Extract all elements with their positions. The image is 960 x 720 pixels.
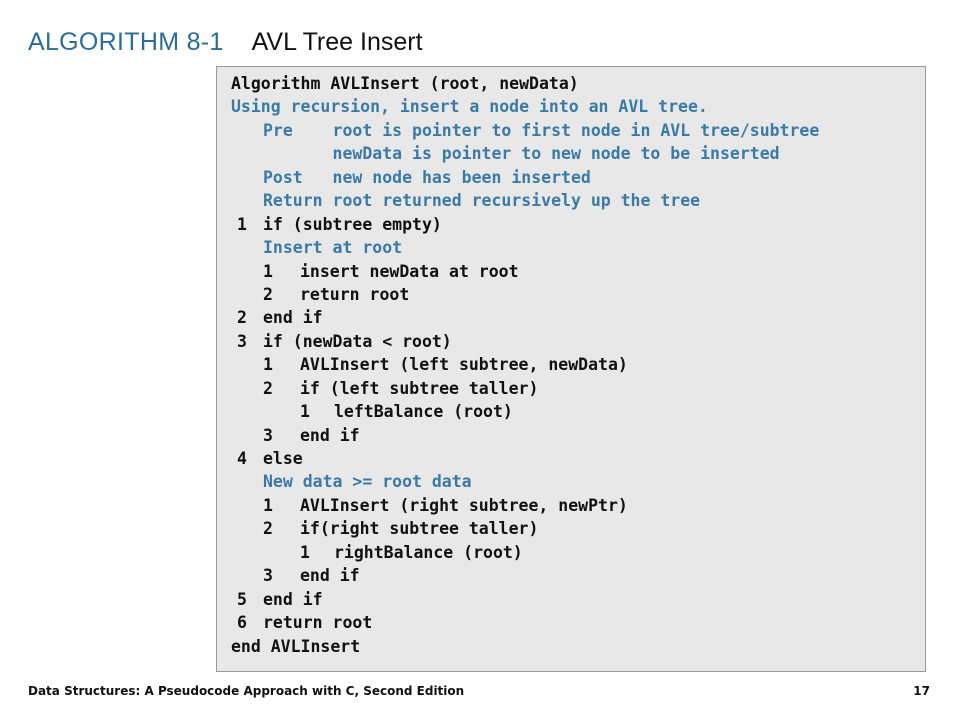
pseudocode-line: 2 end if [217,306,925,329]
footer-book-title: Data Structures: A Pseudocode Approach w… [28,684,465,698]
pseudocode-comment-line: newData is pointer to new node to be ins… [217,142,925,165]
pseudocode-line: Algorithm AVLInsert (root, newData) [217,72,925,95]
line-text: Algorithm AVLInsert (root, newData) [231,74,579,93]
pseudocode-line: 2 if (left subtree taller) [217,377,925,400]
algorithm-title: ALGORITHM 8-1 AVL Tree Insert [28,28,423,62]
line-text: Using recursion, insert a node into an A… [231,97,708,117]
line-text: insert newData at root [300,261,519,281]
line-text: else [263,449,303,468]
line-text: return root [300,284,410,304]
line-text: AVLInsert (left subtree, newData) [300,355,628,375]
line-number: 4 [237,449,247,468]
line-text: if (newData < root) [263,331,452,351]
pseudocode-line: 3 if (newData < root) [217,330,925,353]
pseudocode-line: 3 end if [217,564,925,587]
line-number: 1 [300,542,310,562]
line-text: Post new node has been inserted [263,167,591,187]
line-text: newData is pointer to new node to be ins… [263,144,780,164]
pseudocode-box: Algorithm AVLInsert (root, newData) Using… [216,66,926,672]
pseudocode-line: 1 rightBalance (root) [217,541,925,564]
pseudocode-comment-line: Post new node has been inserted [217,166,925,189]
line-text: end if [300,425,360,445]
pseudocode-comment-line: Pre root is pointer to first node in AVL… [217,119,925,142]
line-number: 3 [263,566,273,586]
line-number: 2 [237,308,247,328]
pseudocode-comment-line: Using recursion, insert a node into an A… [217,95,925,118]
line-number: 5 [237,589,247,609]
line-text: if(right subtree taller) [300,519,539,539]
pseudocode-line: 2 if(right subtree taller) [217,517,925,540]
pseudocode-line: end AVLInsert [217,635,925,658]
line-text: end AVLInsert [231,636,361,656]
line-text: rightBalance (root) [334,542,523,562]
line-text: if (subtree empty) [263,214,442,234]
line-number: 1 [263,261,273,281]
line-text: Insert at root [263,238,403,258]
pseudocode-line: 4 else [217,447,925,470]
pseudocode-comment-line: New data >= root data [217,470,925,493]
pseudocode-lines: Algorithm AVLInsert (root, newData) Using… [217,72,925,658]
line-text: return root [263,613,373,633]
line-text: Return root returned recursively up the … [263,191,701,211]
line-text: end if [263,308,323,328]
line-text: Pre root is pointer to first node in AVL… [263,120,820,140]
page-number: 17 [913,684,930,698]
pseudocode-line: 6 return root [217,611,925,634]
algorithm-label: ALGORITHM 8-1 [28,28,224,56]
pseudocode-line: 1 AVLInsert (right subtree, newPtr) [217,494,925,517]
pseudocode-line: 1 AVLInsert (left subtree, newData) [217,353,925,376]
line-number: 1 [263,495,273,515]
pseudocode-comment-line: Insert at root [217,236,925,259]
line-text: AVLInsert (right subtree, newPtr) [300,495,628,515]
pseudocode-line: 5 end if [217,588,925,611]
algorithm-name: AVL Tree Insert [251,28,423,56]
line-number: 2 [263,284,273,304]
line-number: 2 [263,378,273,398]
line-number: 2 [263,519,273,539]
pseudocode-line: 1 leftBalance (root) [217,400,925,423]
pseudocode-line: 3 end if [217,424,925,447]
line-number: 1 [300,402,310,422]
line-text: leftBalance (root) [334,402,513,422]
pseudocode-line: 1 insert newData at root [217,260,925,283]
pseudocode-line: 1 if (subtree empty) [217,213,925,236]
line-number: 3 [237,331,247,351]
line-text: end if [263,589,323,609]
line-number: 1 [237,214,247,234]
pseudocode-comment-line: Return root returned recursively up the … [217,189,925,212]
line-number: 1 [263,355,273,375]
line-number: 6 [237,613,247,633]
pseudocode-line: 2 return root [217,283,925,306]
line-text: if (left subtree taller) [300,378,539,398]
line-number: 3 [263,425,273,445]
line-text: end if [300,566,360,586]
line-text: New data >= root data [263,472,472,492]
